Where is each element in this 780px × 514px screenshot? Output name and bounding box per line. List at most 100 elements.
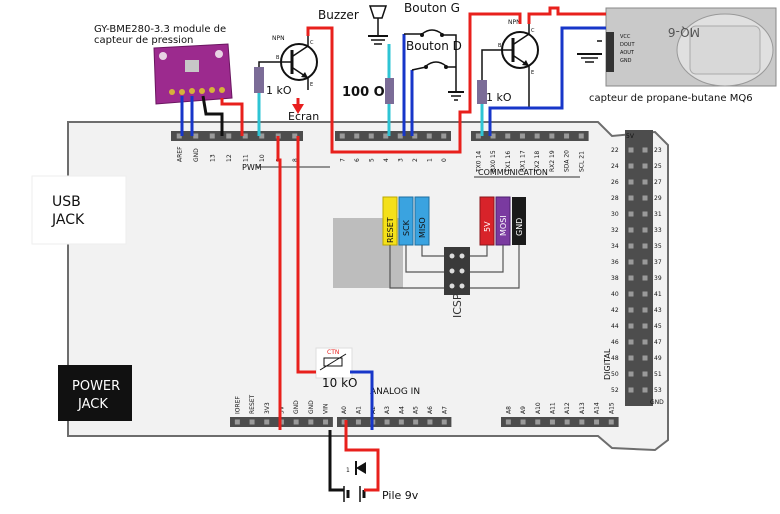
header-digital-right-label-odd: 43 bbox=[654, 307, 662, 314]
header-comm-strip bbox=[471, 131, 589, 141]
header-digital-pin bbox=[339, 133, 345, 139]
header-power-pin bbox=[264, 419, 270, 425]
header-digital-right-pin bbox=[642, 275, 648, 281]
header-digital-pin-label: 4 bbox=[383, 158, 390, 162]
header-power-pin-label: 3V3 bbox=[264, 402, 271, 414]
header-analog2-pin bbox=[594, 419, 600, 425]
npn-left-pin-e: E bbox=[310, 82, 313, 88]
header-pwm-pin bbox=[193, 133, 199, 139]
mq6-pin-dout: DOUT bbox=[620, 42, 635, 48]
wire-bme-red bbox=[220, 98, 244, 136]
battery-label: Pile 9v bbox=[382, 489, 419, 502]
header-digital-right-pin bbox=[628, 147, 634, 153]
header-analog2-pin bbox=[608, 419, 614, 425]
header-comm-pin-label: SCL 21 bbox=[578, 151, 585, 172]
header-pwm-pin bbox=[176, 133, 182, 139]
header-digital-right-label-even: 52 bbox=[611, 387, 619, 394]
header-digital-right-label-even: 24 bbox=[611, 163, 619, 170]
header-pwm-pin-label: 13 bbox=[209, 154, 216, 162]
header-digital-pin bbox=[426, 133, 432, 139]
header-digital-right-label-even: 32 bbox=[611, 227, 619, 234]
header-digital-right-pin bbox=[628, 291, 634, 297]
header-analog2-strip bbox=[501, 417, 619, 427]
header-analog-pin bbox=[341, 419, 347, 425]
header-digital-right-pin bbox=[628, 259, 634, 265]
header-analog2-pin-label: A11 bbox=[549, 402, 556, 414]
resistor-10k-label: 10 kO bbox=[322, 376, 357, 390]
header-digital-right-pin bbox=[628, 195, 634, 201]
ctn-thermistor: CTN 10 kO bbox=[315, 347, 357, 390]
header-digital-right-pin bbox=[642, 371, 648, 377]
header-digital-right-label-odd: 49 bbox=[654, 355, 662, 362]
header-digital-pin-label: 2 bbox=[412, 158, 419, 162]
npn-left-pin-c: C bbox=[310, 40, 314, 46]
header-digital-right-label-even: 50 bbox=[611, 371, 619, 378]
button-d: Bouton D bbox=[406, 39, 462, 69]
header-digital-right-label-odd: 53 bbox=[654, 387, 662, 394]
resistor-100-label: 100 O bbox=[342, 85, 385, 100]
buzzer-label: Buzzer bbox=[318, 8, 359, 22]
header-digital-right-pin bbox=[628, 243, 634, 249]
wire-red-ctn-left bbox=[296, 136, 316, 374]
wire-bme-black bbox=[201, 95, 224, 136]
header-analog2-pin-label: A15 bbox=[608, 402, 615, 414]
header-pwm-pin-label: AREF bbox=[176, 146, 183, 162]
header-digital-right-pin bbox=[642, 195, 648, 201]
header-digital-right-label-even: 44 bbox=[611, 323, 619, 330]
header-analog-pin-label: A6 bbox=[427, 406, 434, 414]
mq6-caption: capteur de propane-butane MQ6 bbox=[589, 93, 753, 104]
ground-symbol-buttons bbox=[448, 91, 464, 101]
wire-black-battery bbox=[328, 430, 344, 492]
header-comm-pin bbox=[549, 133, 555, 139]
header-digital-pin-label: 6 bbox=[354, 158, 361, 162]
header-pwm-pin-label: 11 bbox=[242, 154, 249, 162]
icsp-label-reset: RESET bbox=[386, 217, 395, 243]
header-analog2-pin-label: A14 bbox=[594, 402, 601, 414]
npn-left-pin-b: B bbox=[276, 55, 280, 61]
power-jack: POWER JACK bbox=[58, 365, 132, 421]
wire-base-right bbox=[481, 49, 495, 80]
header-power-pin bbox=[323, 419, 329, 425]
npn-right-pin-c: C bbox=[531, 28, 535, 34]
wire-blue-mq6 bbox=[520, 26, 606, 110]
header-analog2-pin bbox=[535, 419, 541, 425]
header-comm-pin-label: RX1 17 bbox=[519, 150, 526, 172]
mq6-pin-gnd: GND bbox=[620, 58, 632, 64]
header-analog2-pin-label: A13 bbox=[579, 402, 586, 414]
header-analog2-pin bbox=[579, 419, 585, 425]
header-digital-right-label-even: 36 bbox=[611, 259, 619, 266]
header-digital-right-label-even: 22 bbox=[611, 147, 619, 154]
header-digital-right-pin bbox=[642, 227, 648, 233]
header-digital-pin bbox=[383, 133, 389, 139]
wire-button-g-gnd bbox=[442, 34, 457, 92]
mq6-print-label: MQ-6 bbox=[668, 25, 700, 39]
bme280-title-line2: capteur de pression bbox=[94, 35, 193, 46]
header-digital-right-label-odd: 51 bbox=[654, 371, 662, 378]
analog-in-label: ANALOG IN bbox=[370, 387, 420, 397]
header-digital-right-label-odd: 25 bbox=[654, 163, 662, 170]
header-digital-right-end-label: 5V bbox=[626, 133, 635, 140]
header-comm-pin-label: SDA 20 bbox=[564, 150, 571, 172]
header-digital-right-pin bbox=[642, 323, 648, 329]
header-digital-right-label-odd: 41 bbox=[654, 291, 662, 298]
header-digital-right-label-odd: 35 bbox=[654, 243, 662, 250]
icsp-header: RESET SCK MISO 5V MOSI GND ICSP bbox=[382, 196, 526, 318]
header-analog2-pin bbox=[520, 419, 526, 425]
header-digital-right-label-even: 34 bbox=[611, 243, 619, 250]
npn-right-pin-e: E bbox=[531, 70, 534, 76]
header-comm-pin-label: RX2 19 bbox=[549, 150, 556, 172]
header-digital-right-pin bbox=[628, 371, 634, 377]
header-digital-right-label-odd: 23 bbox=[654, 147, 662, 154]
power-label-line2: JACK bbox=[77, 397, 108, 412]
header-analog-pin bbox=[441, 419, 447, 425]
header-digital-right-pin bbox=[628, 163, 634, 169]
header-digital-right-pin bbox=[628, 387, 634, 393]
header-analog-pin-label: A5 bbox=[413, 406, 420, 414]
wire-red-battery bbox=[344, 420, 380, 492]
npn-right-label: NPN bbox=[508, 19, 521, 26]
icsp-label-sck: SCK bbox=[402, 219, 411, 236]
battery-9v: Pile 9v bbox=[343, 486, 419, 502]
header-digital-right-label-odd: 31 bbox=[654, 211, 662, 218]
header-comm-pin bbox=[564, 133, 570, 139]
header-digital-right-pin bbox=[642, 259, 648, 265]
